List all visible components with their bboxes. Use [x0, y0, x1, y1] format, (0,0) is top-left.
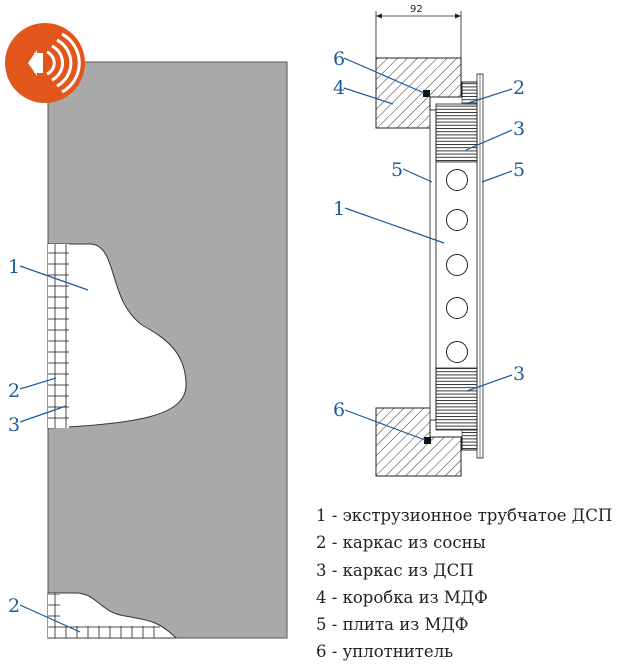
frame-strip-pine — [48, 244, 60, 428]
tube-hole — [446, 341, 468, 363]
callout-right-2: 2 — [513, 77, 525, 99]
tube-hole — [446, 254, 468, 276]
callout-right-5-right: 5 — [513, 159, 525, 181]
callout-right-5-left: 5 — [391, 159, 403, 181]
callout-left-1: 1 — [8, 256, 20, 278]
legend-item-1: 1 - экструзионное трубчатое ДСП — [316, 506, 613, 525]
callout-right-6-top: 6 — [333, 48, 345, 70]
legend: 1 - экструзионное трубчатое ДСП 2 - карк… — [316, 502, 612, 666]
legend-item-4: 4 - коробка из МДФ — [316, 587, 488, 607]
dimension-label: 92 — [410, 4, 423, 15]
legend-item-5: 5 - плита из МДФ — [316, 615, 469, 635]
callout-right-6-bottom: 6 — [333, 399, 345, 421]
tube-hole — [446, 209, 468, 231]
tube-hole — [446, 297, 468, 319]
door-leaf-view — [47, 61, 288, 639]
cross-section-view: 92 — [375, 4, 484, 477]
right-callouts: 6 4 2 3 5 5 1 3 6 — [333, 48, 525, 441]
legend-item-2: 2 - каркас из сосны — [316, 533, 486, 553]
callout-left-2b: 2 — [8, 595, 20, 617]
callout-right-3-top: 3 — [513, 118, 525, 140]
pine-frame-bottom — [461, 429, 478, 451]
callout-right-4: 4 — [333, 77, 345, 99]
callout-left-2: 2 — [8, 380, 20, 402]
upper-cutaway — [47, 243, 187, 429]
tube-hole — [446, 169, 468, 191]
callout-left-3: 3 — [8, 414, 20, 436]
callout-right-3-bottom: 3 — [513, 363, 525, 385]
chipboard-frame-top — [435, 103, 478, 163]
bottom-frame-strip — [48, 626, 160, 638]
bottom-side-strip — [48, 593, 60, 626]
frame-strip-chipboard — [60, 244, 69, 428]
legend-item-3: 3 - каркас из ДСП — [316, 560, 474, 580]
chipboard-frame-bottom — [435, 367, 478, 431]
seal-bottom — [424, 437, 431, 444]
sound-insulation-logo — [5, 23, 85, 103]
legend-item-6: 6 - уплотнитель — [316, 642, 454, 662]
mdf-board-left — [429, 109, 437, 421]
seal-top — [423, 90, 430, 97]
left-callouts: 1 2 3 2 — [8, 256, 89, 633]
callout-right-1: 1 — [333, 198, 345, 220]
